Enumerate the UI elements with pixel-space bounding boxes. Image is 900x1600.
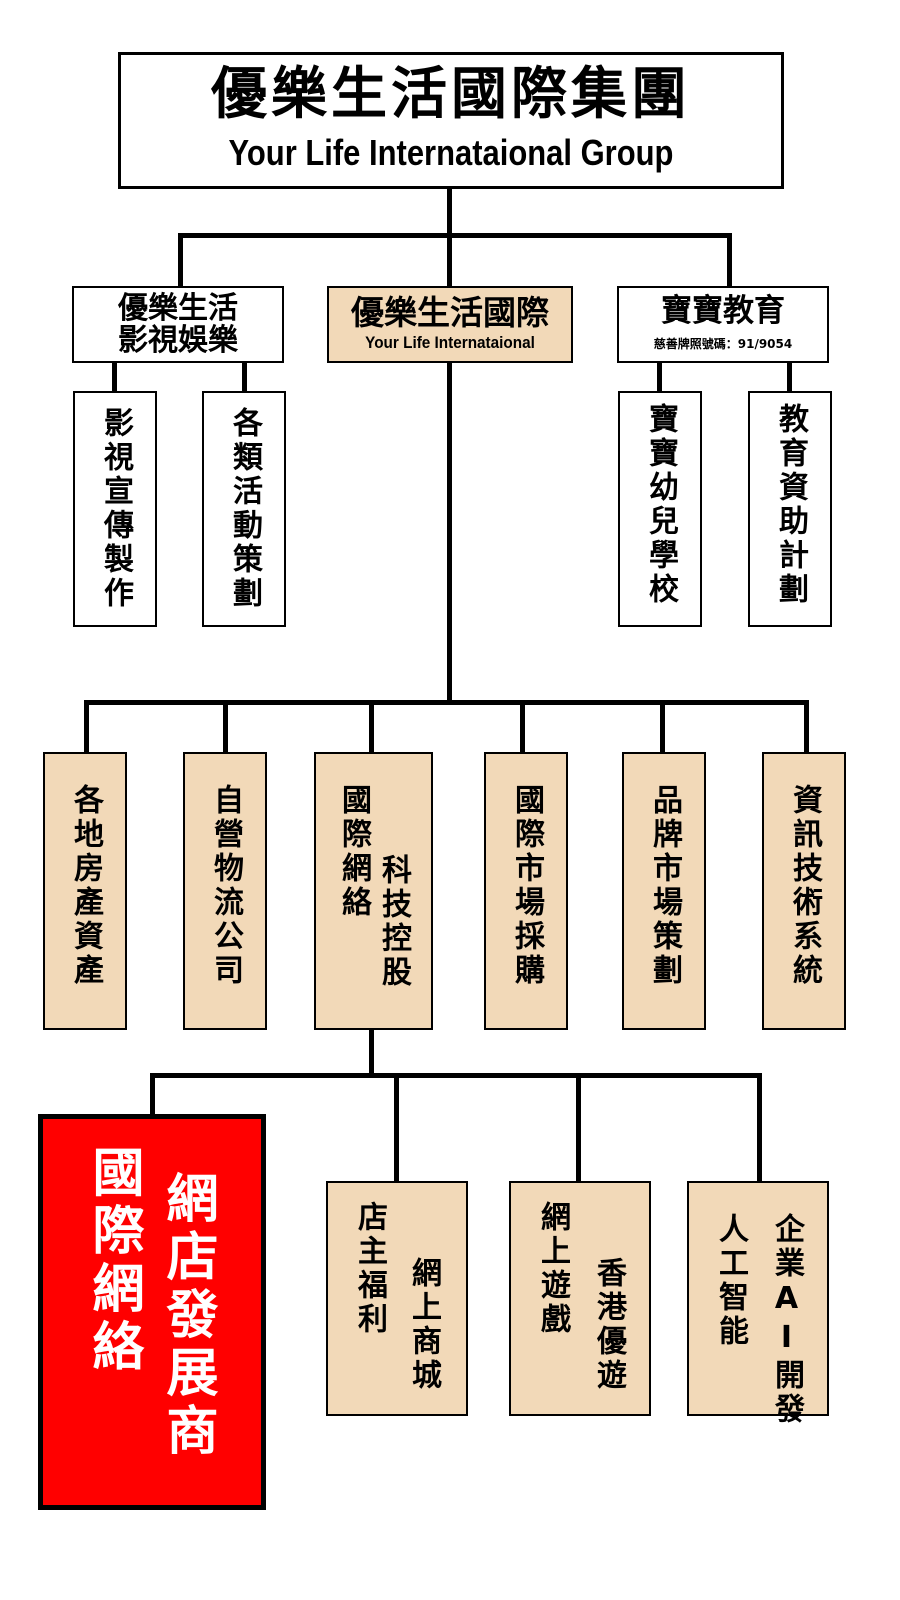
online-store-dealer-box: 國際網絡 網店發展商 — [38, 1114, 266, 1510]
connector — [223, 700, 228, 754]
connector — [178, 233, 183, 288]
film-child-box: 各類活動策劃 — [202, 391, 286, 627]
ai-box: 人工智能 企業AI開發 — [687, 1181, 829, 1427]
intl-box: 優樂生活國際 Your Life Internataional — [327, 286, 573, 363]
connector — [447, 361, 452, 704]
education-child-box: 寶寶幼兒學校 — [618, 391, 702, 627]
film-line2: 影視娛樂 — [118, 323, 238, 358]
connector — [150, 1073, 155, 1117]
connector — [804, 700, 809, 754]
logistics-box: 自營物流公司 — [183, 752, 267, 1030]
film-child-box: 影視宣傳製作 — [73, 391, 157, 627]
it-box: 資訊技術系統 — [762, 752, 846, 1030]
education-child-label: 寶寶幼兒學校 — [643, 403, 678, 607]
connector — [787, 361, 792, 393]
procurement-box: 國際市場採購 — [484, 752, 568, 1030]
connector — [657, 361, 662, 393]
root-subtitle: Your Life Internataional Group — [228, 132, 674, 173]
it-label: 資訊技術系統 — [787, 784, 822, 988]
connector — [660, 700, 665, 754]
connector — [84, 700, 809, 705]
education-title: 寶寶教育 — [661, 293, 785, 329]
intl-title: 優樂生活國際 — [351, 293, 549, 332]
education-child-box: 教育資助計劃 — [748, 391, 832, 627]
root-group-box: 優樂生活國際集團 Your Life Internataional Group — [118, 52, 784, 189]
connector — [520, 700, 525, 754]
tech-holdings-box: 國際網絡 科技控股 — [314, 752, 433, 1030]
film-child-label: 各類活動策劃 — [227, 407, 262, 611]
connector — [242, 361, 247, 393]
connector — [84, 700, 89, 754]
film-entertainment-box: 優樂生活 影視娛樂 — [72, 286, 284, 363]
mall-col2: 網上商城 — [406, 1257, 441, 1393]
tech-holdings-col1: 國際網絡 — [336, 784, 371, 920]
root-title: 優樂生活國際集團 — [211, 62, 691, 127]
connector — [757, 1073, 762, 1183]
ai-col2: 企業AI開發 — [769, 1213, 804, 1427]
mall-col1: 店主福利 — [352, 1201, 387, 1337]
procurement-label: 國際市場採購 — [509, 784, 544, 988]
connector — [369, 700, 374, 754]
online-games-box: 網上遊戲 香港優遊 — [509, 1181, 651, 1416]
connector — [727, 233, 732, 288]
education-child-label: 教育資助計劃 — [773, 403, 808, 607]
games-col1: 網上遊戲 — [535, 1201, 570, 1337]
brand-label: 品牌市場策劃 — [647, 784, 682, 988]
dealer-col1: 國際網絡 — [83, 1145, 143, 1377]
dealer-col2: 網店發展商 — [157, 1171, 217, 1461]
connector — [394, 1073, 399, 1183]
education-box: 寶寶教育 慈善牌照號碼：91/9054 — [617, 286, 829, 363]
property-box: 各地房產資產 — [43, 752, 127, 1030]
tech-holdings-col2: 科技控股 — [376, 854, 411, 990]
film-child-label: 影視宣傳製作 — [98, 407, 133, 611]
property-label: 各地房產資產 — [68, 784, 103, 988]
connector — [576, 1073, 581, 1183]
ai-col1: 人工智能 — [713, 1213, 748, 1349]
brand-box: 品牌市場策劃 — [622, 752, 706, 1030]
connector — [112, 361, 117, 393]
film-line1: 優樂生活 — [118, 291, 238, 326]
logistics-label: 自營物流公司 — [208, 784, 243, 988]
connector — [369, 1028, 374, 1078]
online-mall-box: 店主福利 網上商城 — [326, 1181, 468, 1416]
connector — [178, 233, 732, 238]
games-col2: 香港優遊 — [591, 1257, 626, 1393]
intl-subtitle: Your Life Internataional — [365, 333, 535, 352]
education-license: 慈善牌照號碼：91/9054 — [653, 337, 793, 351]
connector — [150, 1073, 762, 1078]
connector — [447, 188, 452, 238]
connector — [447, 233, 452, 288]
